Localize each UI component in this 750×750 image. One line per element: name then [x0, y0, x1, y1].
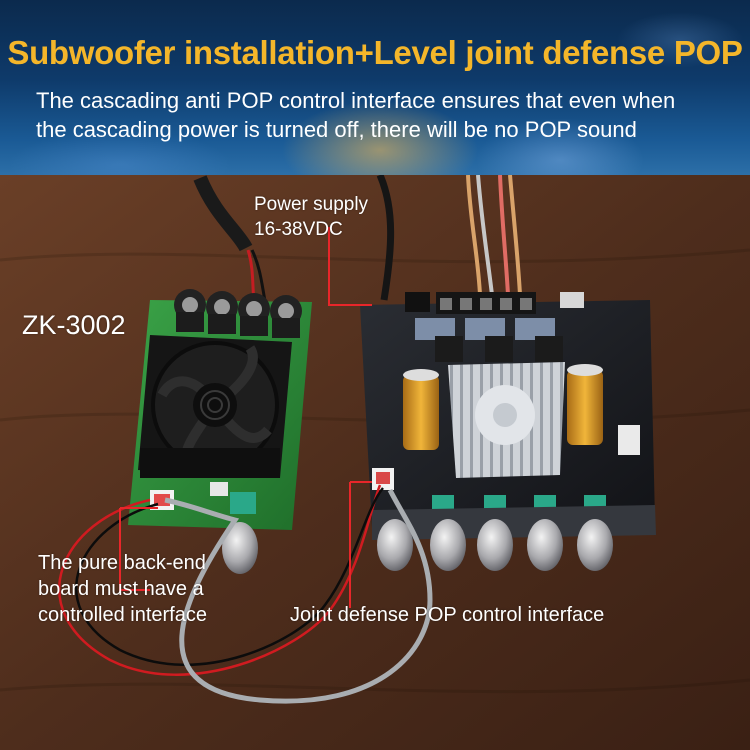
back-end-line-3: controlled interface [38, 604, 207, 626]
speaker-terminals [405, 292, 584, 314]
amplifier-main-board [360, 292, 656, 571]
page-title: Subwoofer installation+Level joint defen… [7, 34, 743, 71]
dc-plug [193, 175, 253, 252]
back-end-line-1: The pure back-end [38, 552, 206, 574]
black-wire [75, 487, 384, 667]
sub-green-trimmer [230, 492, 256, 514]
sub-volume-knob-icon [222, 522, 258, 574]
amp-capacitors [403, 364, 603, 450]
page-subtitle: The cascading anti POP control interface… [36, 86, 736, 144]
header-banner: Subwoofer installation+Level joint defen… [0, 0, 750, 175]
joint-defense-label: Joint defense POP control interface [290, 604, 605, 626]
power-cable [376, 175, 395, 301]
subtitle-line-1: The cascading anti POP control interface… [36, 88, 676, 113]
sub-board-capacitors [174, 289, 302, 338]
power-supply-line-2: 16-38VDC [254, 219, 343, 240]
subtitle-line-2: the cascading power is turned off, there… [36, 117, 637, 142]
side-connector [618, 425, 640, 455]
cooling-fan-icon [138, 335, 292, 478]
callout-lines [119, 227, 372, 608]
usb-port [560, 292, 584, 308]
product-photo [0, 175, 750, 750]
back-end-board-label: The pure back-end board must have a cont… [38, 550, 207, 628]
model-label: ZK-3002 [22, 310, 126, 340]
grey-control-cable [164, 488, 433, 704]
power-supply-label: Power supply 16-38VDC [254, 192, 368, 242]
back-end-line-2: board must have a [38, 578, 204, 600]
heatsink-icon [448, 362, 565, 478]
header-bokeh-background [0, 0, 750, 175]
subwoofer-board-zk3002 [128, 289, 312, 574]
volume-knob-icon [377, 519, 613, 571]
power-supply-line-1: Power supply [254, 194, 369, 215]
